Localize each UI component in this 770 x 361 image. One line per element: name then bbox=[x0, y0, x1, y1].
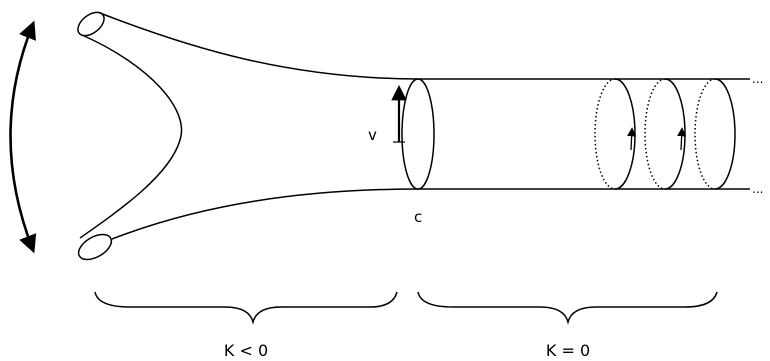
parallel-circle-2 bbox=[644, 78, 687, 190]
geodesic-circle-c bbox=[401, 78, 435, 190]
label-k-zero: K = 0 bbox=[546, 341, 590, 360]
bottom-boundary-curve bbox=[111, 188, 750, 240]
label-c: c bbox=[414, 208, 422, 226]
label-k-negative: K < 0 bbox=[224, 341, 268, 360]
parallel-circle-1 bbox=[594, 78, 637, 190]
continuation-dots-top: ... bbox=[752, 72, 763, 86]
lower-end-circle bbox=[77, 233, 113, 261]
upper-end-circle bbox=[77, 11, 105, 37]
brace-negative-curvature bbox=[94, 291, 398, 325]
label-v: v bbox=[368, 126, 377, 144]
brace-zero-curvature bbox=[417, 291, 718, 325]
top-boundary-curve bbox=[99, 12, 750, 80]
parallel-circle-3 bbox=[694, 78, 736, 190]
rotation-arrow bbox=[9, 20, 37, 254]
continuation-dots-bottom: ... bbox=[752, 182, 763, 196]
inner-crotch-curve bbox=[79, 34, 183, 239]
